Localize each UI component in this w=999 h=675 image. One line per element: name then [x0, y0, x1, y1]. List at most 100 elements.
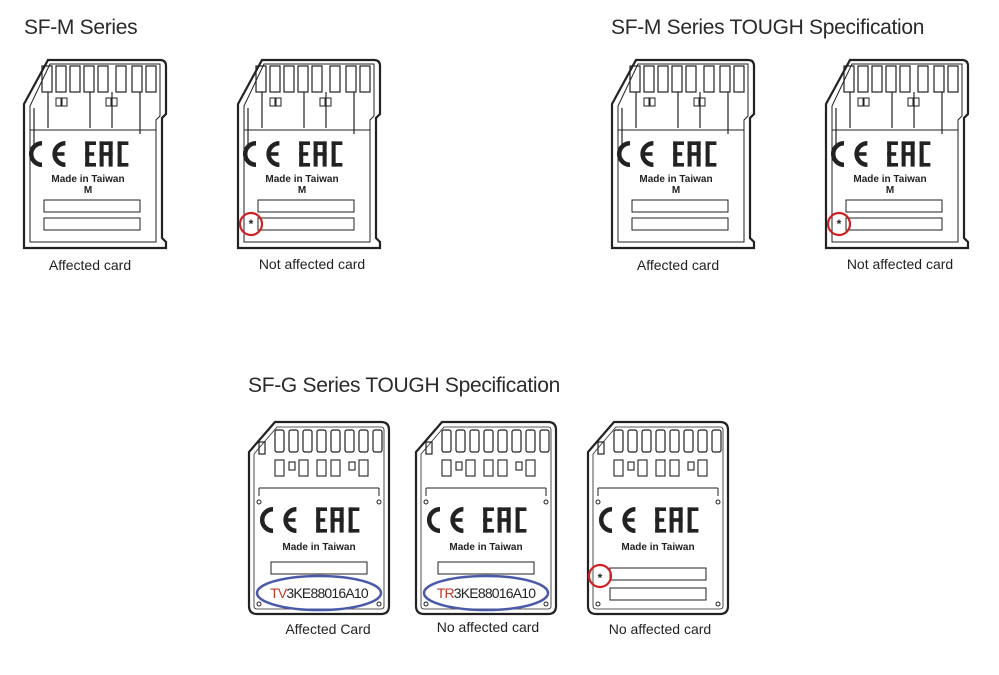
- contact-pin: [372, 429, 383, 453]
- highlight-circle: [238, 211, 264, 237]
- card-caption: Not affected card: [258, 256, 366, 272]
- card-inner-outline: [617, 63, 749, 243]
- grade-text: M: [672, 185, 680, 196]
- card-outline: [22, 58, 168, 250]
- screw-dot: [715, 601, 721, 607]
- label-box: [43, 217, 141, 231]
- screw-dot: [595, 499, 601, 505]
- section-title-sf-g-tough: SF-G Series TOUGH Specification: [248, 374, 561, 397]
- contact-pin: [274, 429, 285, 453]
- screw-dot: [543, 499, 549, 505]
- asterisk-mark: *: [837, 217, 842, 231]
- serial-number: TV3KE88016A10: [270, 585, 369, 601]
- asterisk-mark: *: [249, 217, 254, 231]
- contact-pin: [311, 65, 323, 93]
- contact-pin: [255, 65, 267, 93]
- highlight-circle: [587, 563, 613, 589]
- grade-text: M: [886, 185, 894, 196]
- made-in-text: Made in Taiwan: [853, 174, 926, 185]
- card-inner-outline: [243, 63, 375, 243]
- small-pad: [643, 97, 650, 107]
- small-pad: [319, 97, 326, 107]
- contact-pin: [629, 65, 641, 93]
- small-pad: [669, 459, 680, 477]
- screw-dot: [595, 601, 601, 607]
- contact-pins: [255, 65, 371, 107]
- contact-pin: [703, 65, 715, 93]
- contact-pin: [455, 429, 466, 453]
- grade-text: M: [84, 185, 92, 196]
- pin-traces: [33, 92, 141, 146]
- contact-pin: [627, 429, 638, 453]
- serial-rest: 3KE88016A10: [454, 585, 537, 601]
- contact-pin: [41, 65, 53, 93]
- made-in-text: Made in Taiwan: [282, 542, 355, 553]
- contact-pin: [657, 65, 669, 93]
- screw-dot: [423, 601, 429, 607]
- small-pad: [275, 97, 282, 107]
- serial-highlight-oval: [255, 574, 383, 612]
- serial-number: TR3KE88016A10: [437, 585, 537, 601]
- label-box: [270, 561, 368, 575]
- label-divider: [425, 487, 547, 496]
- contact-pin: [330, 429, 341, 453]
- serial-highlight-oval: [422, 574, 550, 612]
- card-inner-outline: [253, 426, 385, 610]
- contact-pins: [597, 429, 722, 477]
- contact-pin: [288, 429, 299, 453]
- contact-pin: [69, 65, 81, 93]
- small-pad: [697, 459, 708, 477]
- ce-mark: [29, 140, 66, 168]
- label-box: [631, 199, 729, 213]
- contact-pin: [843, 65, 855, 93]
- made-in-text: Made in Taiwan: [51, 174, 124, 185]
- contact-pin: [669, 429, 680, 453]
- label-box: [43, 199, 141, 213]
- contact-pin: [683, 429, 694, 453]
- card-caption: Affected card: [48, 257, 132, 273]
- ce-eac-logos: [29, 140, 129, 168]
- contact-pin: [441, 429, 452, 453]
- contact-pin: [641, 429, 652, 453]
- small-pad: [330, 459, 341, 477]
- ce-eac-logos: [260, 506, 360, 534]
- label-box: [257, 217, 355, 231]
- card-caption: Affected card: [636, 257, 720, 273]
- contact-pin: [655, 429, 666, 453]
- contact-pin: [131, 65, 143, 93]
- eac-mark: [887, 141, 931, 167]
- label-box: [609, 587, 707, 601]
- small-pad: [455, 461, 463, 471]
- small-pad: [613, 459, 624, 477]
- contact-pin: [933, 65, 945, 93]
- made-in-text: Made in Taiwan: [639, 174, 712, 185]
- made-in-text: Made in Taiwan: [449, 542, 522, 553]
- pin-traces: [247, 92, 355, 146]
- contact-pin: [539, 429, 550, 453]
- small-pad: [693, 97, 700, 107]
- ce-mark: [260, 506, 297, 534]
- contact-pin: [344, 429, 355, 453]
- contact-pins: [41, 65, 157, 107]
- small-pad: [649, 97, 656, 107]
- small-pad: [863, 97, 870, 107]
- label-box: [845, 199, 943, 213]
- eac-mark: [299, 141, 343, 167]
- small-pad: [358, 459, 369, 477]
- ce-eac-logos: [427, 506, 527, 534]
- ce-mark: [831, 140, 868, 168]
- serial-rest: 3KE88016A10: [286, 585, 369, 601]
- contact-pin: [871, 65, 883, 93]
- card-inner-outline: [592, 426, 724, 610]
- small-pad: [348, 461, 356, 471]
- contact-pin: [917, 65, 929, 93]
- contact-pin: [283, 65, 295, 93]
- ce-eac-logos: [599, 506, 699, 534]
- small-pad: [857, 97, 864, 107]
- contact-pin: [643, 65, 655, 93]
- small-pad: [655, 459, 666, 477]
- small-pad: [497, 459, 508, 477]
- contact-pin: [425, 441, 433, 455]
- contact-pin: [671, 65, 683, 93]
